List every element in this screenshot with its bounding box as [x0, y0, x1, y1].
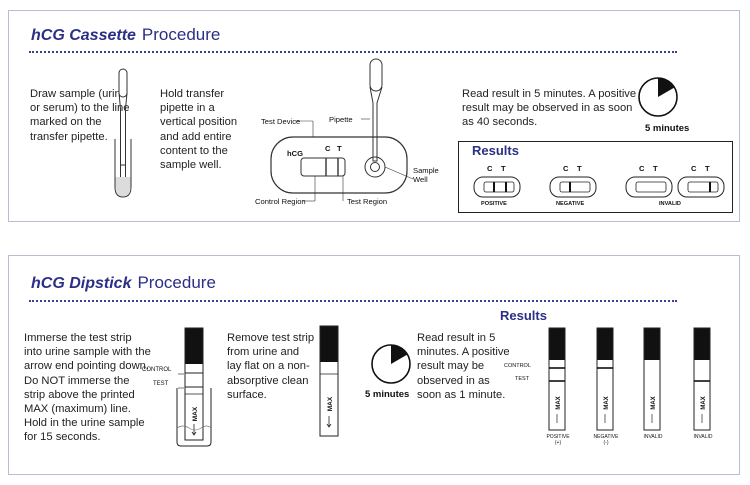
cassette-title-em: hCG Cassette — [31, 27, 136, 44]
dipstick-positive-text: POSITIVE — [546, 434, 570, 440]
dipstick-test-label: TEST — [153, 381, 169, 387]
test-cassette-illustration — [270, 58, 414, 202]
pipette-in-tube-illustration — [114, 68, 132, 198]
dipstick-invalid-label-1: INVALID — [643, 434, 663, 440]
negative-t: T — [577, 164, 582, 173]
strip-flat-max-text: MAX — [327, 396, 334, 411]
dipstick-step-2: Remove test strip from urine and lay fla… — [227, 332, 315, 401]
dipstick-title-rest: Procedure — [137, 273, 216, 292]
timer-icon — [638, 77, 678, 117]
dipstick-timer-icon — [371, 344, 411, 384]
dipstick-negative-text: NEGATIVE — [593, 434, 619, 440]
cassette-title-rest: Procedure — [141, 25, 221, 44]
dipstick-timer-label: 5 minutes — [365, 389, 410, 400]
dipstick-title-divider — [29, 300, 677, 302]
invalid-c-1: C — [639, 164, 645, 173]
dipstick-invalid-strip-1: MAX — [643, 327, 661, 431]
dipstick-negative-strip: MAX — [596, 327, 614, 431]
dipstick-negative-sub: (-) — [603, 440, 609, 446]
dipstick-negative-label: NEGATIVE(-) — [592, 434, 620, 446]
test-device-label: Test Device — [261, 117, 301, 126]
cassette-step-2: Hold transfer pipette in a vertical posi… — [160, 88, 238, 172]
control-region-label: Control Region — [255, 197, 306, 206]
invalid-label: INVALID — [659, 201, 681, 207]
negative-cassette — [549, 176, 597, 198]
dipstick-title-em: hCG Dipstick — [31, 275, 132, 292]
dipstick-max-text: MAX — [192, 406, 199, 421]
dipstick-positive-label: POSITIVE(+) — [544, 434, 572, 446]
pipette-label: Pipette — [329, 115, 353, 124]
invalid-strip-2-max-text: MAX — [701, 396, 707, 409]
dipstick-invalid-strip-2: MAX — [693, 327, 711, 431]
invalid-cassette-1 — [625, 176, 673, 198]
invalid-t-1: T — [653, 164, 658, 173]
dipstick-positive-sub: (+) — [554, 440, 562, 446]
cassette-step-3: Read result in 5 minutes. A positive res… — [462, 88, 637, 129]
invalid-c-2: C — [691, 164, 697, 173]
dipstick-results-test-label: TEST — [515, 376, 530, 382]
cassette-procedure-panel: hCG Cassette Procedure Draw sample (urine… — [8, 10, 740, 222]
positive-strip-max-text: MAX — [556, 396, 562, 409]
cassette-c-label: C — [325, 144, 331, 153]
strip-in-cup-illustration: MAX — [176, 327, 212, 447]
positive-label: POSITIVE — [481, 201, 507, 207]
cassette-results-box: Results C T POSITIVE C T NEGATIVE C T C … — [458, 141, 733, 213]
dipstick-title: hCG Dipstick Procedure — [31, 273, 216, 293]
strip-flat-illustration: MAX — [319, 325, 339, 437]
negative-strip-max-text: MAX — [604, 396, 610, 409]
cassette-step-1: Draw sample (urine or serum) to the line… — [30, 88, 130, 143]
cassette-t-label: T — [337, 144, 342, 153]
invalid-cassette-2 — [677, 176, 725, 198]
test-region-label: Test Region — [347, 197, 388, 206]
sample-well-label: Sample Well — [413, 166, 439, 184]
dipstick-step-3: Read result in 5 minutes. A positive res… — [417, 332, 510, 401]
dipstick-procedure-panel: hCG Dipstick Procedure Immerse the test s… — [8, 255, 740, 475]
cassette-results-heading: Results — [472, 143, 519, 158]
dipstick-results-control-label: CONTROL — [504, 363, 531, 369]
positive-cassette — [473, 176, 521, 198]
cassette-brand-label: hCG — [287, 149, 304, 158]
positive-c: C — [487, 164, 493, 173]
invalid-strip-1-max-text: MAX — [651, 396, 657, 409]
dipstick-positive-strip: MAX — [548, 327, 566, 431]
invalid-t-2: T — [705, 164, 710, 173]
dipstick-invalid-label-2: INVALID — [693, 434, 713, 440]
cassette-title: hCG Cassette Procedure — [31, 25, 220, 45]
positive-t: T — [501, 164, 506, 173]
negative-c: C — [563, 164, 569, 173]
dipstick-results-heading: Results — [500, 308, 547, 323]
cassette-timer-label: 5 minutes — [645, 123, 690, 134]
dipstick-step-1: Immerse the test strip into urine sample… — [24, 332, 151, 444]
negative-label: NEGATIVE — [556, 201, 585, 207]
cassette-title-divider — [29, 51, 677, 53]
dipstick-control-label: CONTROL — [142, 367, 172, 373]
